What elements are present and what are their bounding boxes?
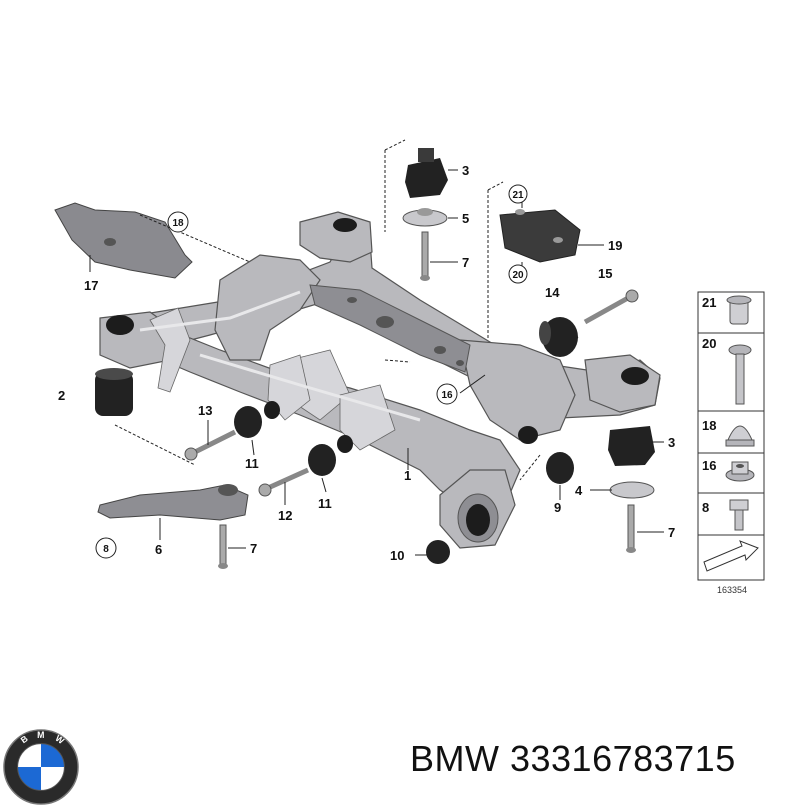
bolt-12 [258, 467, 310, 497]
legend-label-18: 18 [702, 418, 716, 433]
washer-5 [402, 208, 448, 227]
callout-7-top: 7 [462, 255, 469, 270]
callout-16: 16 [441, 390, 453, 401]
bushing-2 [95, 368, 133, 416]
rubber-pad-19 [499, 209, 581, 263]
callout-21: 21 [512, 190, 524, 201]
callout-8-circle [95, 537, 117, 559]
callout-2: 2 [58, 388, 65, 403]
callout-11-left: 11 [245, 456, 259, 471]
callout-3-right: 3 [668, 435, 675, 450]
callout-17: 17 [84, 278, 98, 293]
bolt-7-left [218, 524, 228, 569]
bmw-logo: B M W [3, 729, 79, 805]
dash-leader-2 [114, 424, 196, 466]
callout-9: 9 [554, 500, 561, 515]
callout-15: 15 [598, 266, 612, 281]
callout-14: 14 [545, 285, 560, 300]
fastener-legend: 21 20 18 16 8 [697, 291, 765, 581]
dash-bracket-right-tick [487, 181, 504, 191]
callout-12: 12 [278, 508, 292, 523]
legend-label-16: 16 [702, 458, 716, 473]
bolt-7-top [420, 231, 430, 281]
callout-1: 1 [404, 468, 411, 483]
svg-text:B: B [19, 733, 30, 745]
link-bracket-6 [97, 484, 249, 521]
bushing-9 [546, 452, 574, 484]
rubber-mount-3-top [405, 148, 448, 198]
diagram-ref-number: 163354 [717, 585, 747, 595]
rubber-mount-3-right [608, 426, 655, 466]
bushing-11a [234, 406, 262, 438]
callout-11-right: 11 [318, 496, 332, 511]
callout-20-circle [508, 264, 528, 284]
callout-20: 20 [512, 270, 524, 281]
dash-leader-mid [384, 359, 411, 363]
callout-7-right: 7 [668, 525, 675, 540]
callout-3-top: 3 [462, 163, 469, 178]
legend-label-20: 20 [702, 336, 716, 351]
rear-axle-carrier [99, 211, 661, 549]
callout-19: 19 [608, 238, 622, 253]
callout-5: 5 [462, 211, 469, 226]
shield-plate [54, 202, 193, 279]
callout-4: 4 [575, 483, 583, 498]
callout-7-left: 7 [250, 541, 257, 556]
dash-bracket-top-tick [384, 139, 406, 151]
callout-21-circle [508, 184, 528, 204]
callout-10: 10 [390, 548, 404, 563]
callout-13: 13 [198, 403, 212, 418]
callout-16-circle [436, 383, 458, 405]
dash-leader-9 [519, 454, 541, 481]
callout-18: 18 [172, 218, 184, 229]
bolt-7-right [626, 504, 636, 553]
callout-6: 6 [155, 542, 162, 557]
callout-8: 8 [103, 544, 109, 555]
bushing-10 [426, 540, 450, 564]
callouts: 3 5 7 19 14 15 17 2 13 11 11 12 1 3 4 7 … [58, 163, 675, 563]
part-number-caption: BMW 33316783715 [410, 738, 736, 779]
legend-label-21: 21 [702, 295, 716, 310]
washer-4 [609, 481, 655, 499]
bolt-15 [583, 289, 639, 325]
legend-label-8: 8 [702, 500, 709, 515]
bushing-11b [308, 444, 336, 476]
svg-text:M: M [37, 730, 44, 740]
bushing-14 [539, 317, 578, 357]
bolt-13 [184, 429, 237, 461]
callout-18-circle [167, 211, 189, 233]
